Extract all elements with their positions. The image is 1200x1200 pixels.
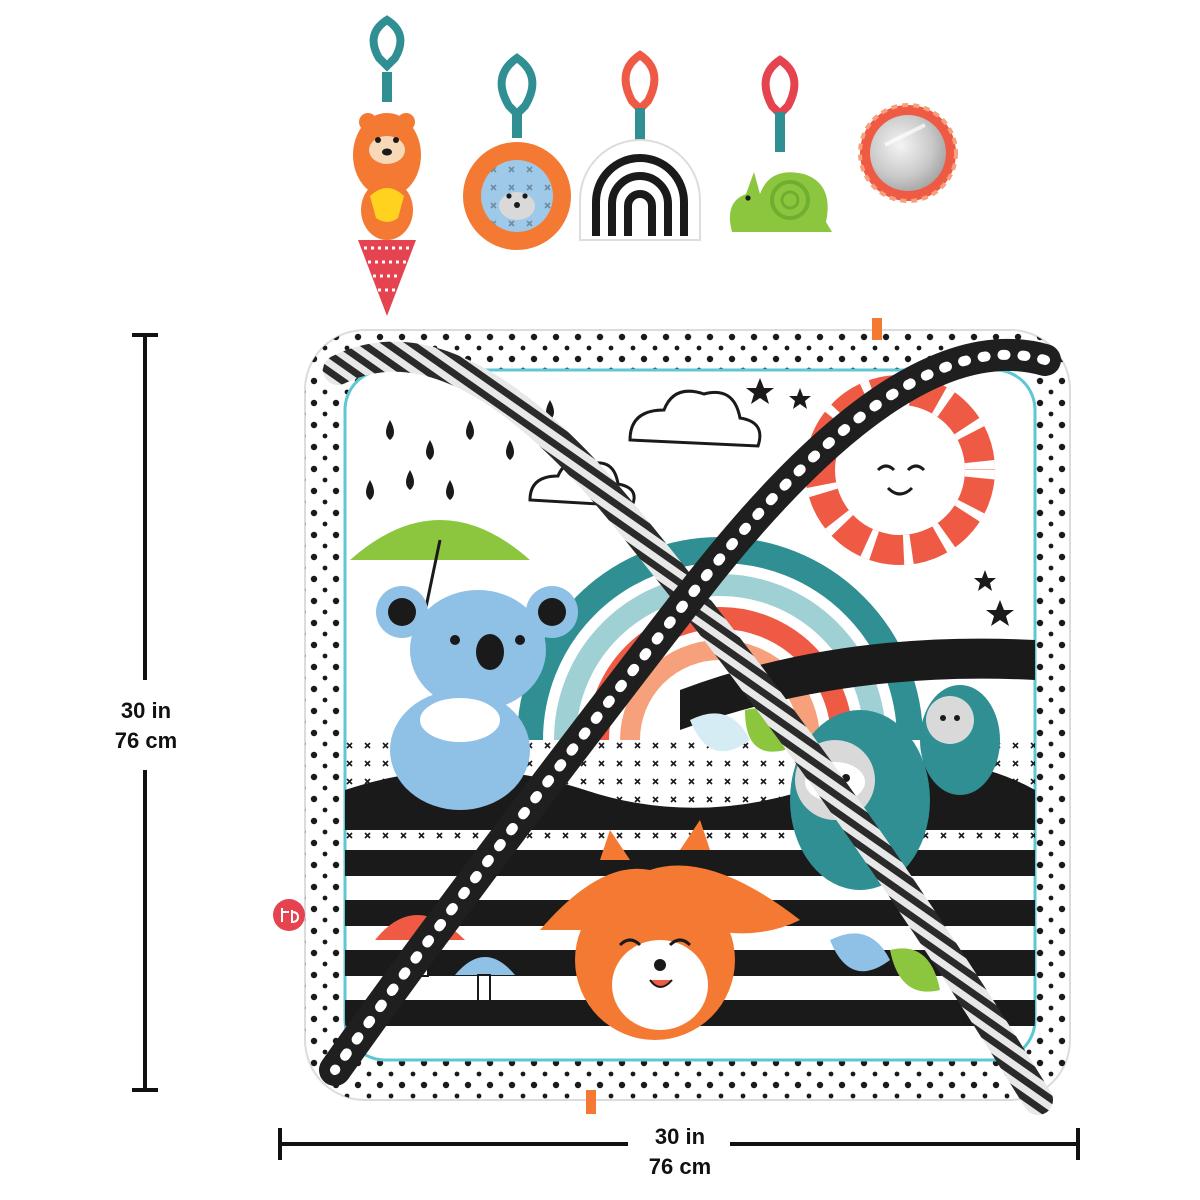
leaves — [690, 708, 940, 992]
mirror-icon — [858, 103, 958, 203]
fox-illustration — [540, 820, 800, 1040]
snail-teether-icon — [729, 55, 832, 232]
gym-arches — [319, 338, 1061, 1115]
width-label: 30 in 76 cm — [630, 1122, 730, 1182]
mat-tag — [872, 318, 882, 340]
width-imperial: 30 in — [654, 1124, 706, 1149]
hedgehog-ball-icon — [463, 53, 571, 250]
stars — [746, 378, 1014, 626]
width-dimension-line — [278, 1128, 1080, 1160]
mat-tag — [586, 1090, 596, 1114]
play-mat — [273, 318, 1071, 1114]
brand-logo-tab — [273, 899, 305, 931]
otter-rattle-icon — [353, 15, 421, 316]
height-label: 30 in 76 cm — [96, 696, 196, 756]
width-metric: 76 cm — [648, 1154, 712, 1179]
rainbow-card-icon — [579, 50, 701, 241]
height-metric: 76 cm — [114, 728, 178, 753]
height-dimension-line — [132, 333, 158, 1092]
rain-drops — [366, 400, 554, 500]
height-imperial: 30 in — [120, 698, 172, 723]
koala-illustration — [350, 520, 578, 810]
